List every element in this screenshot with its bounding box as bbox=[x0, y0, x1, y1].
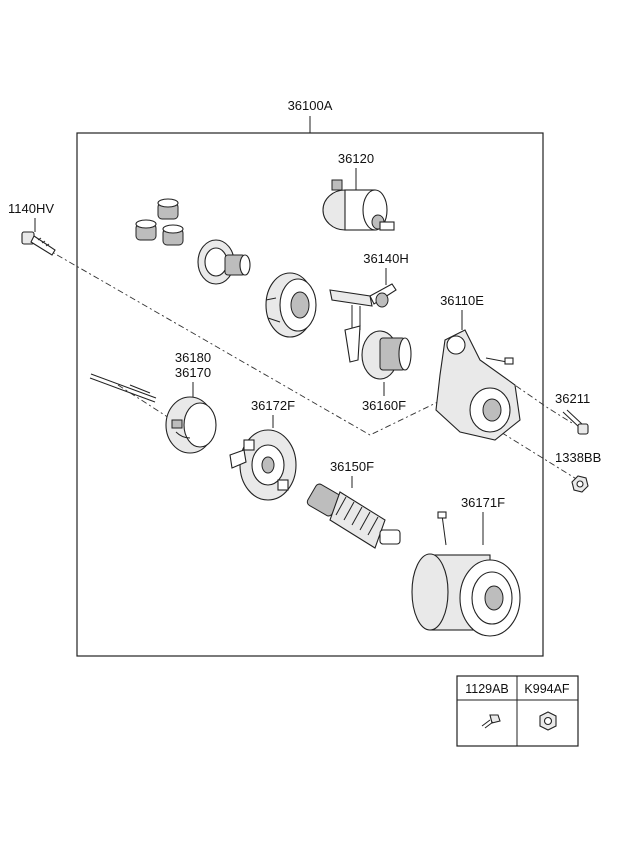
label-36150f: 36150F bbox=[330, 459, 374, 474]
rear-cover-icon bbox=[165, 396, 217, 454]
solenoid-icon bbox=[322, 179, 395, 231]
flange-nut-icon bbox=[539, 711, 557, 731]
gear-housing-icon bbox=[265, 272, 317, 338]
label-36180: 36180 bbox=[175, 350, 211, 365]
alignment-line-1 bbox=[44, 247, 443, 436]
label-36160f: 36160F bbox=[362, 398, 406, 413]
label-36120: 36120 bbox=[338, 151, 374, 166]
label-1140hv: 1140HV bbox=[8, 201, 54, 216]
label-36110e: 36110E bbox=[440, 293, 484, 308]
bolt-left-icon bbox=[21, 231, 56, 256]
alignment-line-4 bbox=[492, 369, 573, 424]
label-36172f: 36172F bbox=[251, 398, 295, 413]
brush-plate-icon bbox=[229, 429, 297, 501]
bolt-right-icon bbox=[562, 409, 589, 435]
label-36170: 36170 bbox=[175, 365, 211, 380]
pinion-icon bbox=[344, 325, 412, 380]
label-1338bb: 1338BB bbox=[555, 450, 601, 465]
shift-lever-icon bbox=[329, 283, 397, 330]
screw-icon bbox=[481, 714, 501, 729]
internal-gear-icon bbox=[197, 239, 251, 285]
legend-col2-label: K994AF bbox=[524, 682, 570, 696]
assembly-label: 36100A bbox=[288, 98, 333, 113]
label-36211: 36211 bbox=[555, 391, 590, 406]
through-bolts-icon bbox=[89, 373, 157, 403]
label-36171f: 36171F bbox=[461, 495, 505, 510]
nut-right-icon bbox=[571, 475, 589, 493]
armature-icon bbox=[306, 483, 401, 549]
legend-table: 1129AB K994AF bbox=[456, 675, 579, 747]
planet-gears-icon bbox=[135, 198, 184, 246]
label-36140h: 36140H bbox=[363, 251, 409, 266]
front-housing-icon bbox=[435, 329, 521, 441]
legend-col1-label: 1129AB bbox=[465, 682, 509, 696]
yoke-icon bbox=[411, 511, 521, 637]
